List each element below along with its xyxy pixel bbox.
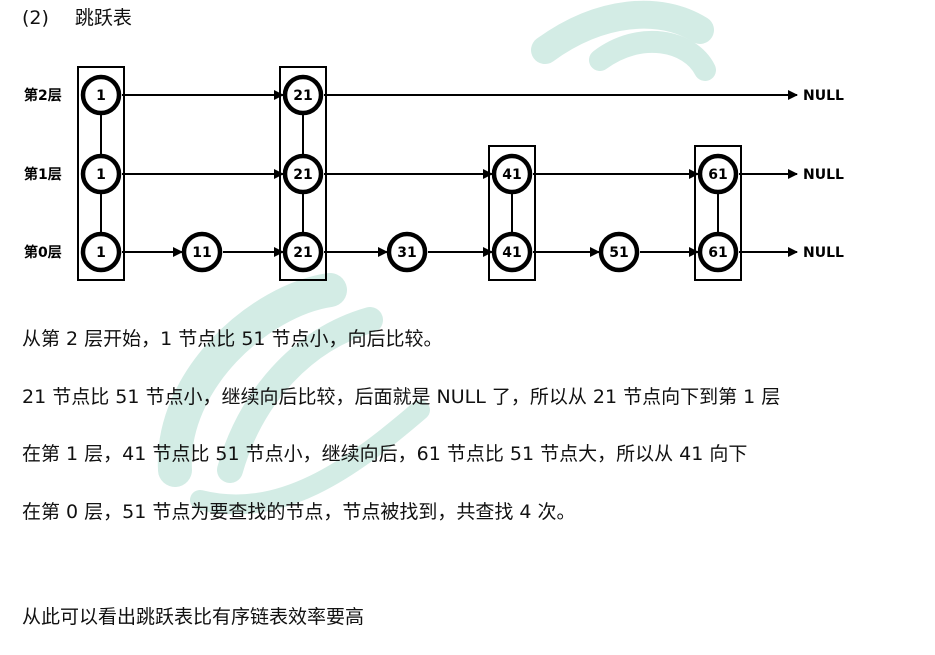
node-circle-61-level-0 bbox=[697, 231, 739, 273]
node-circle-21-level-1 bbox=[282, 153, 324, 195]
node-value-51-level-0: 51 bbox=[609, 245, 628, 261]
node-circle-21-level-2 bbox=[282, 74, 324, 116]
tower-box-21 bbox=[279, 66, 327, 281]
node-value-21-level-2: 21 bbox=[293, 88, 312, 104]
node-value-41-level-0: 41 bbox=[502, 245, 521, 261]
node-circle-51-level-0 bbox=[598, 231, 640, 273]
node-value-1-level-2: 1 bbox=[96, 88, 106, 104]
node-value-1-level-1: 1 bbox=[96, 167, 106, 183]
node-value-61-level-0: 61 bbox=[708, 245, 727, 261]
tower-box-1 bbox=[77, 66, 125, 281]
node-value-21-level-0: 21 bbox=[293, 245, 312, 261]
node-circle-1-level-1 bbox=[80, 153, 122, 195]
node-circle-11-level-0 bbox=[181, 231, 223, 273]
level-label-1: 第1层 bbox=[24, 166, 62, 183]
paragraph-step-4: 在第 0 层，51 节点为要查找的节点，节点被找到，共查找 4 次。 bbox=[22, 501, 576, 523]
null-label-level-0: NULL bbox=[803, 245, 844, 261]
paragraph-step-2: 21 节点比 51 节点小，继续向后比较，后面就是 NULL 了，所以从 21 … bbox=[22, 386, 781, 408]
node-circle-41-level-0 bbox=[491, 231, 533, 273]
paragraph-step-3: 在第 1 层，41 节点比 51 节点小，继续向后，61 节点比 51 节点大，… bbox=[22, 443, 748, 465]
paragraph-step-1: 从第 2 层开始，1 节点比 51 节点小，向后比较。 bbox=[22, 328, 443, 350]
paragraph-conclusion: 从此可以看出跳跃表比有序链表效率要高 bbox=[22, 606, 365, 628]
level-label-2: 第2层 bbox=[24, 87, 62, 104]
node-circle-41-level-1 bbox=[491, 153, 533, 195]
section-title: 跳跃表 bbox=[74, 7, 132, 29]
level-label-0: 第0层 bbox=[24, 244, 62, 261]
node-circle-1-level-0 bbox=[80, 231, 122, 273]
section-heading: (2) 跳跃表 bbox=[22, 6, 132, 30]
node-value-11-level-0: 11 bbox=[192, 245, 211, 261]
node-circle-21-level-0 bbox=[282, 231, 324, 273]
node-value-41-level-1: 41 bbox=[502, 167, 521, 183]
tower-box-41 bbox=[488, 145, 536, 281]
node-value-31-level-0: 31 bbox=[397, 245, 416, 261]
null-label-level-1: NULL bbox=[803, 167, 844, 183]
node-value-21-level-1: 21 bbox=[293, 167, 312, 183]
section-number: (2) bbox=[22, 7, 49, 29]
node-circle-1-level-2 bbox=[80, 74, 122, 116]
node-circle-61-level-1 bbox=[697, 153, 739, 195]
null-label-level-2: NULL bbox=[803, 88, 844, 104]
node-value-61-level-1: 61 bbox=[708, 167, 727, 183]
node-value-1-level-0: 1 bbox=[96, 245, 106, 261]
tower-box-61 bbox=[694, 145, 742, 281]
node-circle-31-level-0 bbox=[386, 231, 428, 273]
